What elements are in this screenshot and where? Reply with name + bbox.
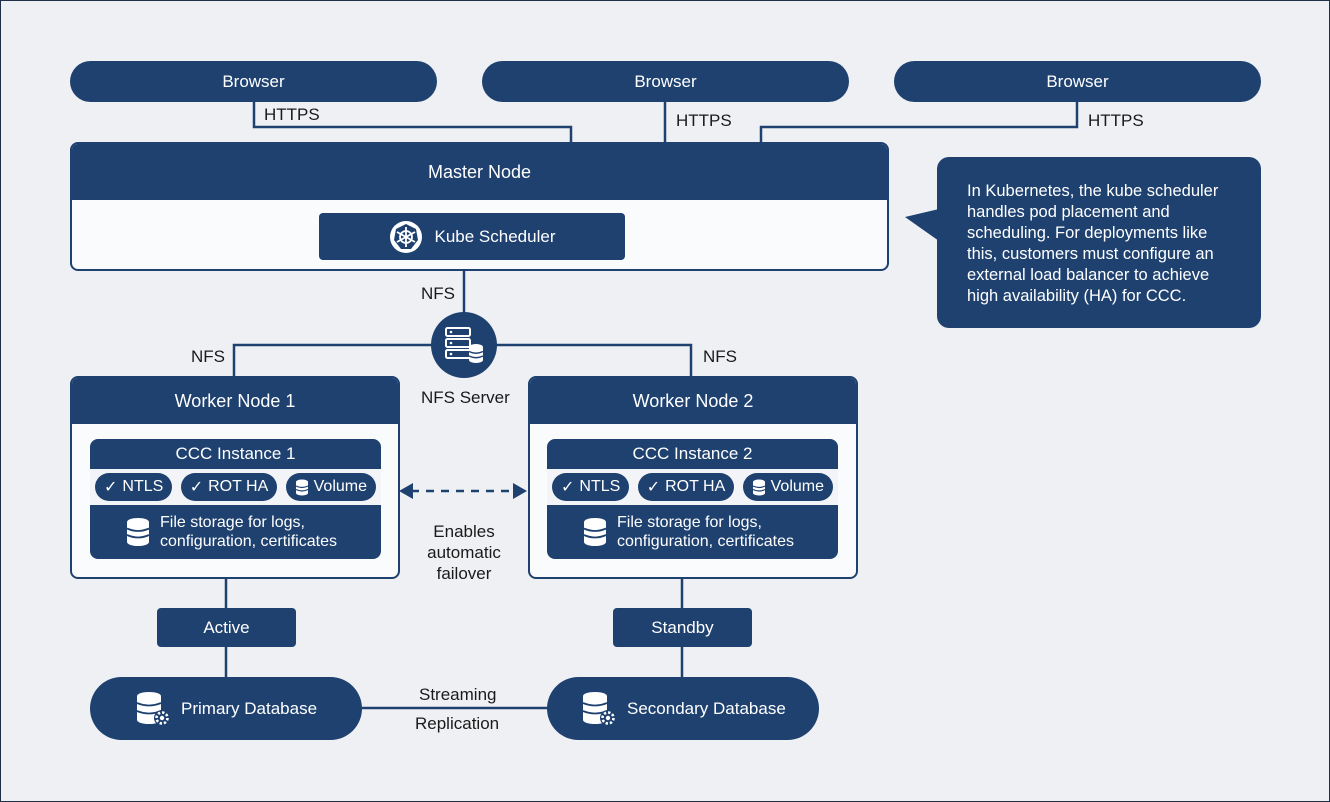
browser-pill-1: Browser — [70, 61, 437, 102]
file-storage-text: File storage for logs, configuration, ce… — [160, 514, 337, 550]
database-icon — [752, 479, 766, 496]
browser-label: Browser — [1046, 71, 1109, 91]
browser-label: Browser — [634, 71, 697, 91]
file-storage-text: File storage for logs, configuration, ce… — [617, 514, 794, 550]
nfs-label-master: NFS — [421, 284, 455, 303]
ccc-instance-2: CCC Instance 2 ✓NTLS ✓ROT HA Volume File… — [547, 439, 838, 559]
badge-label: ROT HA — [208, 478, 269, 495]
nfs-label-worker2: NFS — [703, 347, 737, 366]
callout-note: In Kubernetes, the kube scheduler handle… — [937, 157, 1261, 328]
failover-line-3: failover — [436, 564, 492, 583]
badge-rot-ha: ✓ROT HA — [180, 473, 278, 501]
check-icon: ✓ — [104, 479, 118, 496]
check-icon: ✓ — [189, 479, 204, 496]
database-icon — [583, 517, 607, 547]
active-state-box: Active — [157, 608, 296, 647]
check-icon: ✓ — [646, 479, 661, 496]
nfs-label-worker1: NFS — [191, 347, 225, 366]
failover-line-2: automatic — [427, 543, 501, 562]
failover-arrow-right-head — [513, 483, 527, 499]
file-storage-info: File storage for logs, configuration, ce… — [90, 505, 381, 551]
callout-text: In Kubernetes, the kube scheduler handle… — [967, 182, 1219, 305]
badge-label: Volume — [770, 478, 824, 495]
nfs-server-node — [431, 312, 497, 378]
worker-node-1-title: Worker Node 1 — [72, 378, 398, 424]
https-wire-3 — [759, 102, 1079, 143]
callout-pointer — [905, 209, 939, 241]
standby-state-box: Standby — [613, 608, 752, 647]
badge-label: NTLS — [122, 478, 164, 495]
badge-ntls: ✓NTLS — [95, 473, 173, 501]
kube-scheduler-label: Kube Scheduler — [434, 226, 556, 246]
kube-scheduler-box: Kube Scheduler — [319, 213, 625, 260]
database-icon — [126, 517, 150, 547]
nfs-server-label: NFS Server — [421, 388, 510, 407]
secondary-database-label: Secondary Database — [627, 698, 786, 718]
replication-label-2: Replication — [415, 714, 500, 733]
https-label-1: HTTPS — [264, 105, 320, 124]
database-gear-icon — [135, 691, 171, 727]
badge-label: ROT HA — [665, 478, 726, 495]
https-wire-1 — [252, 102, 573, 143]
https-label-2: HTTPS — [676, 111, 732, 130]
kubernetes-helm-icon — [389, 220, 423, 254]
file-storage-info: File storage for logs, configuration, ce… — [547, 505, 838, 551]
primary-database: Primary Database — [90, 677, 362, 740]
badge-volume: Volume — [742, 473, 833, 501]
failover-line-1: Enables — [433, 522, 495, 541]
check-icon: ✓ — [561, 479, 575, 496]
feature-badges: ✓NTLS ✓ROT HA Volume — [547, 469, 838, 505]
replication-label-1: Streaming — [419, 685, 497, 704]
failover-arrow-left-head — [399, 483, 413, 499]
nfs-wire-worker2 — [494, 343, 693, 377]
master-node-title: Master Node — [72, 144, 887, 200]
database-gear-icon — [581, 691, 617, 727]
server-stack-icon — [442, 325, 486, 365]
ccc-instance-1: CCC Instance 1 ✓NTLS ✓ROT HA Volume File… — [90, 439, 381, 559]
nfs-wire-worker1 — [232, 343, 434, 377]
active-state-label: Active — [203, 617, 250, 637]
secondary-database: Secondary Database — [547, 677, 819, 740]
https-label-3: HTTPS — [1088, 111, 1144, 130]
badge-label: Volume — [313, 478, 367, 495]
failover-label: Enables automatic failover — [413, 521, 515, 584]
browser-pill-2: Browser — [482, 61, 849, 102]
database-icon — [295, 479, 309, 496]
badge-label: NTLS — [579, 478, 621, 495]
browser-label: Browser — [222, 71, 285, 91]
badge-volume: Volume — [285, 473, 376, 501]
badge-rot-ha: ✓ROT HA — [637, 473, 735, 501]
primary-database-label: Primary Database — [181, 698, 318, 718]
badge-ntls: ✓NTLS — [552, 473, 630, 501]
standby-state-label: Standby — [651, 617, 714, 637]
browser-pill-3: Browser — [894, 61, 1261, 102]
worker-node-2-title: Worker Node 2 — [530, 378, 856, 424]
ccc-instance-1-title: CCC Instance 1 — [175, 444, 296, 463]
feature-badges: ✓NTLS ✓ROT HA Volume — [90, 469, 381, 505]
ccc-instance-2-title: CCC Instance 2 — [632, 444, 753, 463]
